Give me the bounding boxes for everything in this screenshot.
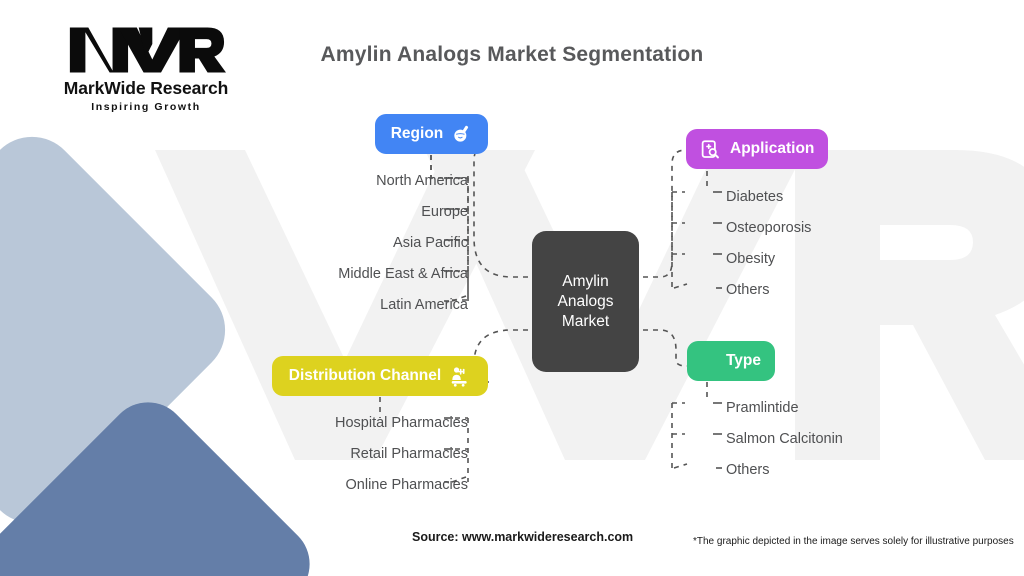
branch-items-region: North America Europe Asia Pacific Middle… (338, 166, 468, 321)
center-node-line-2: Analogs (557, 292, 614, 310)
branch-label-distribution: Distribution Channel (288, 367, 442, 384)
branch-items-type: Pramlintide Salmon Calcitonin Others (726, 393, 843, 486)
brand-tagline: Inspiring Growth (91, 101, 201, 114)
source-credit: Source: www.markwideresearch.com (412, 530, 634, 544)
list-item: Others (726, 282, 770, 298)
list-item: Hospital Pharmacies (335, 415, 468, 431)
branch-badge-application[interactable]: Application (686, 129, 828, 169)
document-search-icon (700, 139, 721, 160)
mwr-monogram-icon (69, 27, 226, 73)
brand-logo: MarkWide Research Inspiring Growth (46, 24, 246, 113)
branch-items-application: Diabetes Osteoporosis Obesity Others (726, 182, 811, 306)
list-item: Pramlintide (726, 400, 799, 416)
page-title: Amylin Analogs Market Segmentation (320, 43, 704, 66)
wire-type (643, 329, 688, 367)
delivery-person-icon (450, 366, 471, 387)
list-item: Obesity (726, 251, 776, 267)
list-item: Europe (421, 204, 468, 220)
globe-pin-icon (452, 124, 472, 144)
list-item: North America (376, 173, 468, 189)
branch-badge-distribution[interactable]: Distribution Channel (272, 356, 488, 396)
list-item: Middle East & Africa (338, 266, 468, 282)
list-item: Osteoporosis (726, 220, 812, 236)
branch-label-application: Application (730, 140, 815, 157)
branch-label-region: Region (390, 125, 444, 142)
list-item: Salmon Calcitonin (726, 431, 843, 447)
branch-badge-region[interactable]: Region (375, 114, 488, 154)
list-item: Asia Pacific (393, 235, 468, 251)
wire-application (643, 149, 687, 278)
center-node-line-1: Amylin (562, 272, 609, 290)
brand-name: MarkWide Research (63, 78, 229, 98)
center-node: Amylin Analogs Market (532, 231, 639, 372)
list-item: Retail Pharmacies (350, 446, 468, 462)
disclaimer-note: *The graphic depicted in the image serve… (693, 536, 1014, 547)
center-node-line-3: Market (561, 312, 610, 330)
list-item: Diabetes (726, 189, 784, 205)
branch-label-type: Type (725, 352, 761, 369)
list-item: Others (726, 462, 770, 478)
branch-items-distribution: Hospital Pharmacies Retail Pharmacies On… (335, 408, 468, 501)
branch-badge-type[interactable]: Type (687, 341, 775, 381)
wire-region (473, 143, 528, 278)
list-item: Online Pharmacies (345, 477, 469, 493)
list-item: Latin America (380, 297, 468, 313)
